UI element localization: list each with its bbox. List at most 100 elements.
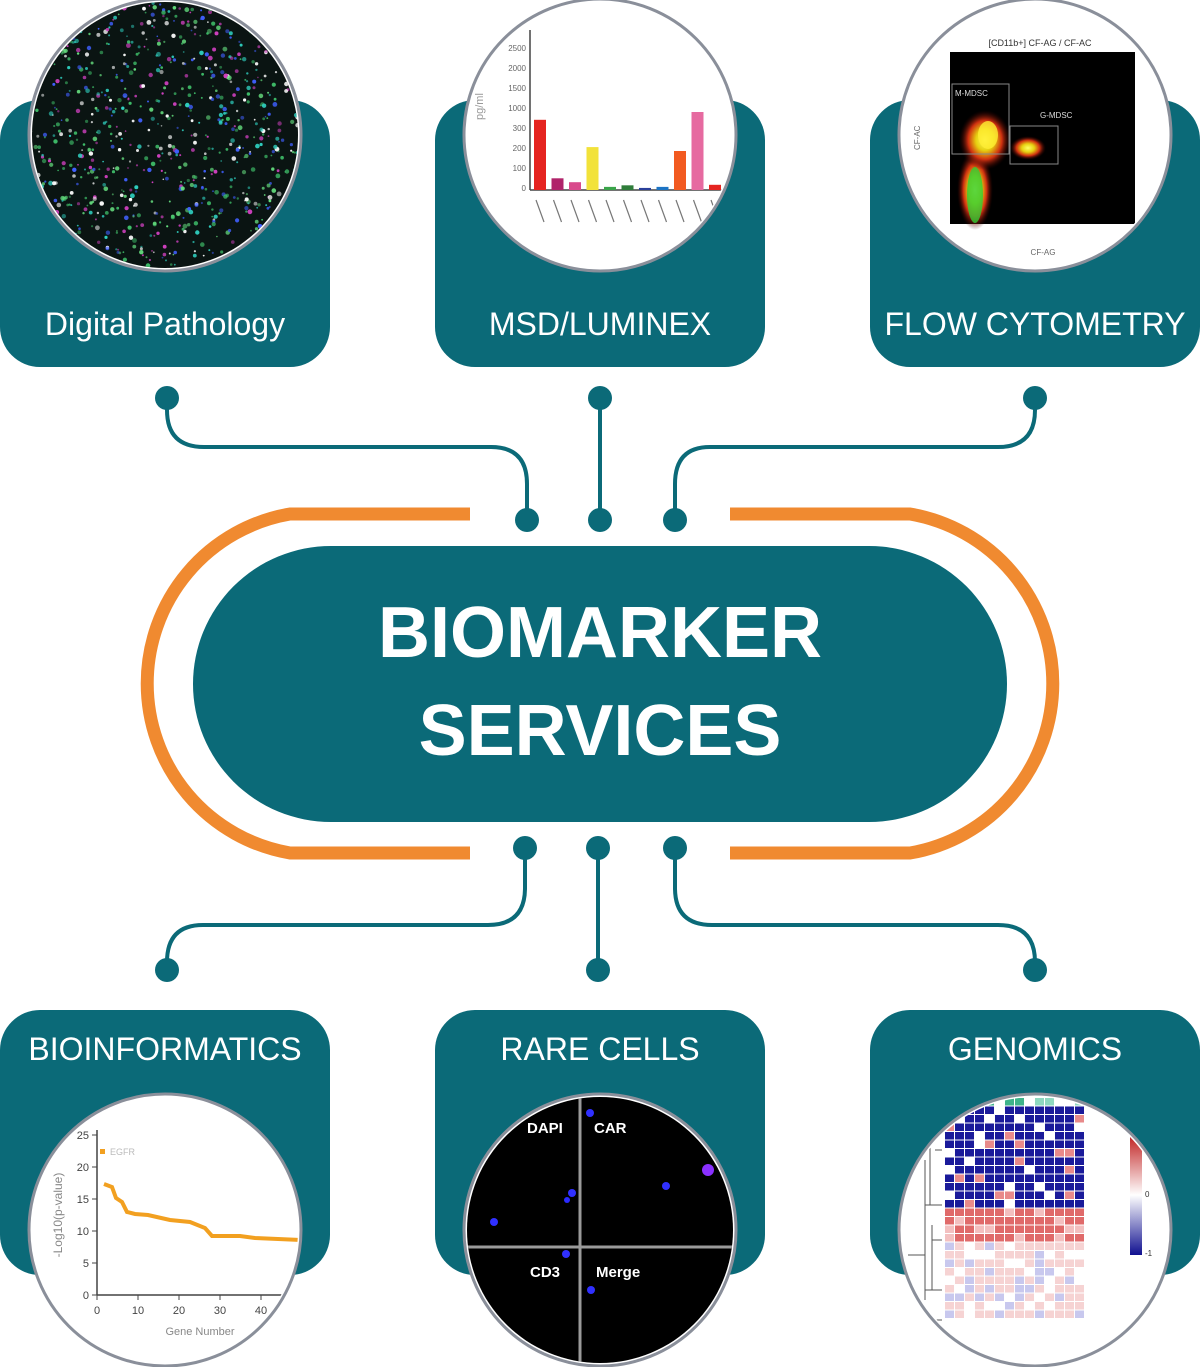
heatmap-cell bbox=[955, 1191, 964, 1199]
heatmap-cell bbox=[1075, 1140, 1084, 1148]
heatmap-cell bbox=[975, 1106, 984, 1114]
heatmap-cell bbox=[1075, 1132, 1084, 1140]
tissue-cell-dot bbox=[142, 6, 146, 11]
heatmap-cell bbox=[975, 1183, 984, 1191]
tissue-cell-dot bbox=[224, 122, 228, 126]
flow-x-axis-label: CF-AG bbox=[1031, 248, 1056, 257]
tissue-cell-dot bbox=[115, 231, 119, 234]
tissue-cell-dot bbox=[92, 136, 98, 142]
heatmap-cell bbox=[955, 1285, 964, 1293]
tissue-cell-dot bbox=[203, 169, 206, 173]
tissue-cell-dot bbox=[128, 160, 132, 163]
heatmap-cell bbox=[995, 1208, 1004, 1216]
heatmap-cell bbox=[1065, 1242, 1074, 1250]
tissue-cell-dot bbox=[152, 19, 156, 22]
tissue-cell-dot bbox=[85, 119, 89, 123]
tissue-cell-dot bbox=[47, 159, 52, 163]
tissue-cell-dot bbox=[155, 144, 160, 149]
heatmap-cell bbox=[1045, 1183, 1054, 1191]
msd-x-tick-mark bbox=[640, 199, 650, 223]
tissue-cell-dot bbox=[152, 5, 157, 10]
tissue-cell-dot bbox=[225, 148, 229, 151]
tissue-cell-dot bbox=[208, 10, 212, 15]
tissue-cell-dot bbox=[181, 62, 185, 65]
tissue-cell-dot bbox=[190, 7, 194, 12]
tissue-cell-dot bbox=[113, 2, 118, 6]
msd-x-tick-mark bbox=[552, 199, 563, 223]
tissue-cell-dot bbox=[109, 132, 113, 136]
flow-cytometry-image: [CD11b+] CF-AG / CF-AC M-MDSC G-MDSC CF-… bbox=[897, 0, 1173, 273]
heatmap-cell bbox=[945, 1293, 954, 1301]
tissue-cell-dot bbox=[242, 147, 245, 149]
heatmap-cell bbox=[1055, 1098, 1064, 1106]
tissue-cell-dot bbox=[234, 69, 239, 73]
tissue-cell-dot bbox=[252, 86, 256, 90]
tissue-cell-dot bbox=[239, 58, 242, 60]
tissue-cell-dot bbox=[181, 227, 185, 231]
tissue-cell-dot bbox=[202, 196, 206, 200]
tissue-cell-dot bbox=[223, 112, 226, 115]
tissue-cell-dot bbox=[109, 21, 114, 26]
heatmap-cell bbox=[975, 1132, 984, 1140]
tissue-cell-dot bbox=[95, 225, 100, 231]
tissue-cell-dot bbox=[215, 89, 218, 92]
tissue-cell-dot bbox=[68, 89, 71, 92]
tissue-cell-dot bbox=[206, 115, 211, 120]
heatmap-cell bbox=[1005, 1225, 1014, 1233]
tissue-cell-dot bbox=[149, 107, 154, 112]
tissue-cell-dot bbox=[66, 203, 70, 207]
connector-dot bbox=[155, 386, 179, 410]
tissue-cell-dot bbox=[178, 103, 182, 107]
tissue-cell-dot bbox=[41, 158, 47, 164]
heatmap-cell bbox=[1005, 1268, 1014, 1276]
heatmap-cell bbox=[1025, 1157, 1034, 1165]
card-label: MSD/LUMINEX bbox=[489, 306, 711, 342]
heatmap-cell bbox=[1005, 1115, 1014, 1123]
tissue-cell-dot bbox=[96, 92, 100, 96]
heatmap-cell bbox=[965, 1208, 974, 1216]
tissue-cell-dot bbox=[88, 165, 93, 170]
tissue-cell-dot bbox=[57, 169, 59, 172]
flow-y-axis-label: CF-AC bbox=[913, 125, 922, 150]
tissue-cell-dot bbox=[54, 106, 56, 109]
heatmap-cell bbox=[1055, 1200, 1064, 1208]
tissue-cell-dot bbox=[99, 7, 103, 11]
heatmap-cell bbox=[1035, 1115, 1044, 1123]
tissue-cell-dot bbox=[144, 11, 147, 14]
tissue-cell-dot bbox=[117, 98, 122, 103]
tissue-cell-dot bbox=[114, 107, 117, 110]
msd-bar bbox=[639, 187, 651, 190]
msd-x-tick-mark bbox=[587, 199, 598, 223]
heatmap-cell bbox=[1025, 1217, 1034, 1225]
tissue-cell-dot bbox=[261, 103, 267, 108]
tissue-cell-dot bbox=[124, 206, 129, 211]
tissue-cell-dot bbox=[170, 157, 173, 160]
tissue-cell-dot bbox=[191, 148, 195, 152]
tissue-cell-dot bbox=[77, 13, 82, 19]
tissue-cell-dot bbox=[155, 212, 159, 215]
heatmap-cell bbox=[1055, 1140, 1064, 1148]
tissue-cell-dot bbox=[76, 47, 81, 53]
heatmap-cell bbox=[1015, 1234, 1024, 1242]
tissue-cell-dot bbox=[273, 37, 277, 41]
tissue-cell-dot bbox=[272, 102, 278, 107]
tissue-cell-dot bbox=[76, 224, 79, 227]
tissue-cell-dot bbox=[155, 68, 161, 73]
tissue-cell-dot bbox=[262, 133, 265, 136]
bracket-left bbox=[140, 507, 470, 860]
connector-dot bbox=[513, 836, 537, 860]
tissue-cell-dot bbox=[178, 35, 183, 39]
tissue-cell-dot bbox=[43, 24, 47, 27]
heatmap-cell bbox=[985, 1234, 994, 1242]
heatmap-cell bbox=[1045, 1285, 1054, 1293]
tissue-cell-dot bbox=[293, 48, 297, 52]
heatmap-cell bbox=[995, 1259, 1004, 1267]
connector-dot bbox=[663, 836, 687, 860]
heatmap-cell bbox=[1075, 1310, 1084, 1318]
heatmap-cell bbox=[1035, 1174, 1044, 1182]
heatmap-cell bbox=[1035, 1259, 1044, 1267]
heatmap-cell bbox=[945, 1259, 954, 1267]
tissue-cell-dot bbox=[277, 128, 282, 133]
heatmap-cell bbox=[1065, 1251, 1074, 1259]
tissue-cell-dot bbox=[167, 10, 171, 13]
